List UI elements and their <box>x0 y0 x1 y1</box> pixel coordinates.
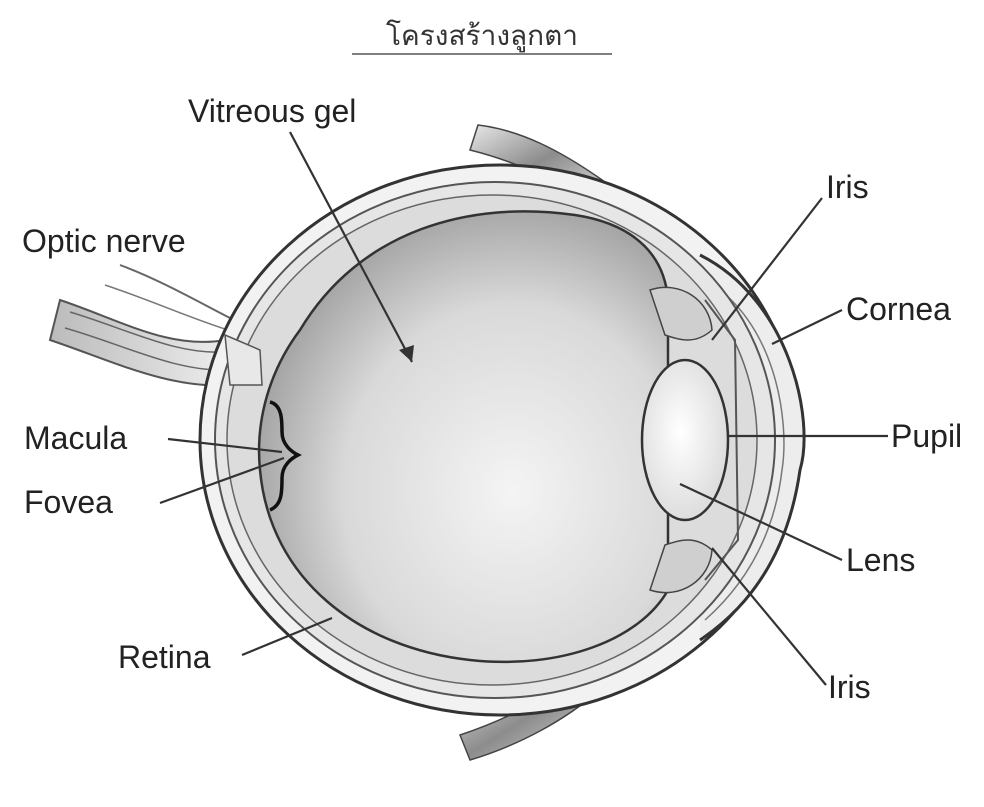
lens-shape <box>642 360 728 520</box>
label-macula: Macula <box>24 420 127 456</box>
label-iris-top: Iris <box>826 169 869 205</box>
label-vitreous-gel: Vitreous gel <box>188 93 356 129</box>
label-cornea: Cornea <box>846 291 951 327</box>
diagram-title: โครงสร้างลูกตา <box>386 19 578 53</box>
label-pupil: Pupil <box>891 418 962 454</box>
optic-nerve-shape <box>50 265 232 386</box>
label-fovea: Fovea <box>24 484 113 520</box>
label-iris-bottom: Iris <box>828 669 871 705</box>
label-lens: Lens <box>846 542 915 578</box>
label-retina: Retina <box>118 639 211 675</box>
leader-cornea <box>772 310 842 344</box>
label-optic-nerve: Optic nerve <box>22 223 186 259</box>
